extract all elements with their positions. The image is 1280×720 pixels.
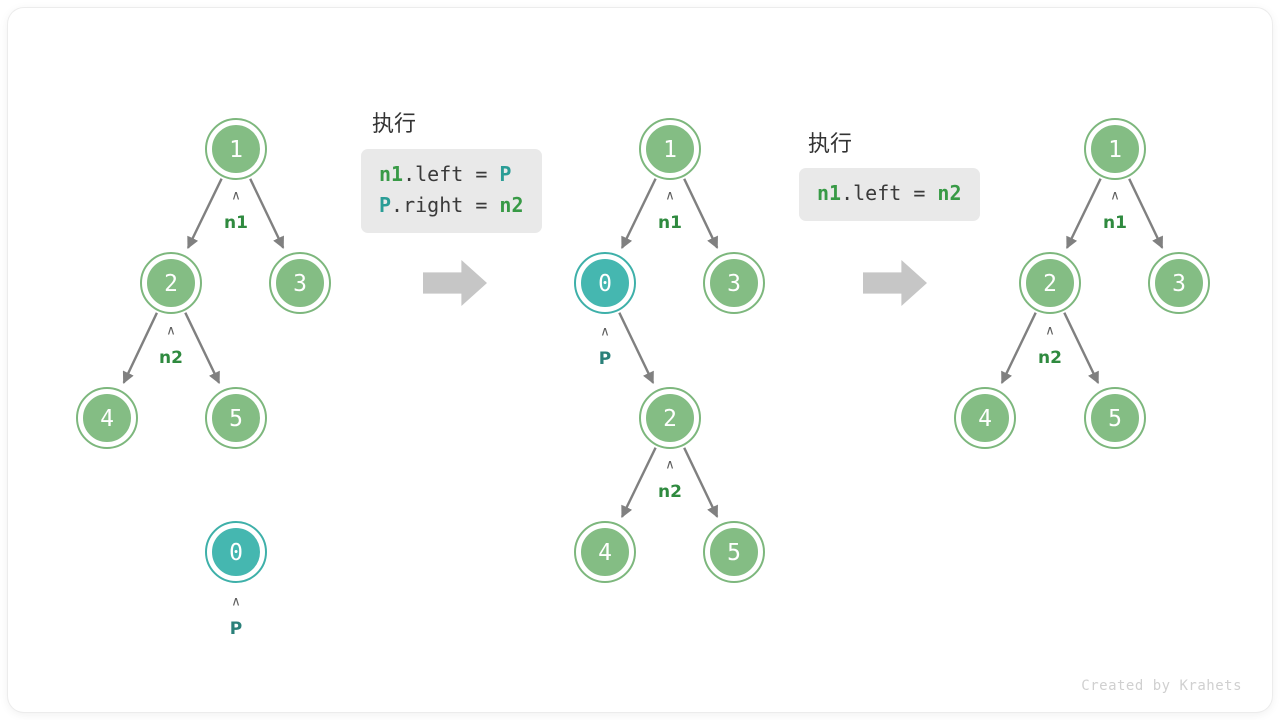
tree-edge (620, 447, 657, 518)
code-token: P (499, 162, 512, 186)
tree-node[interactable]: 1 (205, 118, 267, 180)
code-line: P.right = n2 (379, 190, 524, 221)
tree-node-value: 3 (293, 271, 307, 297)
tree-node[interactable]: 3 (1148, 252, 1210, 314)
tree-node[interactable]: 4 (574, 521, 636, 583)
transition-arrows-layer (423, 260, 927, 306)
tree-node-value: 1 (229, 137, 243, 163)
tree-edge (1065, 178, 1102, 249)
tree-nodes-layer: 1 2 3 4 5 0 1 0 3 2 4 5 1 2 3 4 5 (76, 118, 1210, 583)
pointer-label: n2 (658, 482, 682, 502)
tree-edge (184, 312, 221, 384)
tree-node[interactable]: 1 (1084, 118, 1146, 180)
code-token: .right = (391, 193, 500, 217)
pointer-label: n2 (1038, 348, 1062, 368)
tree-edge (618, 312, 655, 384)
tree-node[interactable]: 4 (954, 387, 1016, 449)
tree-node[interactable]: 3 (269, 252, 331, 314)
code-token: P (379, 193, 392, 217)
tree-edge (683, 447, 719, 518)
tree-node-value: 1 (663, 137, 677, 163)
tree-node[interactable]: 2 (140, 252, 202, 314)
tree-edge (683, 178, 719, 249)
binary-tree-diagram: 1 2 3 4 5 0 1 0 3 2 4 5 1 2 3 4 5 ∧ n1 ∧ n2 ∧ P ∧ n1 ∧ P ∧ n2 ∧ n1 ∧ n2 (76, 118, 1210, 640)
tree-edge (1000, 312, 1037, 384)
tree-node[interactable]: 0 (574, 252, 636, 314)
code-token: .left = (403, 162, 500, 186)
tree-node[interactable]: 2 (1019, 252, 1081, 314)
tree-node-value: 2 (1043, 271, 1057, 297)
pointer-caret-icon: ∧ (1110, 189, 1120, 204)
pointer-caret-icon: ∧ (665, 189, 675, 204)
tree-node-value: 3 (727, 271, 741, 297)
pointer-caret-icon: ∧ (231, 189, 241, 204)
code-line: n1.left = n2 (817, 178, 962, 209)
step-label-step-2: 执行 (808, 132, 853, 157)
step-label-step-1: 执行 (372, 112, 417, 137)
code-token: n1 (379, 162, 404, 186)
tree-node[interactable]: 2 (639, 387, 701, 449)
pointer-caret-icon: ∧ (600, 325, 610, 340)
tree-edge (1063, 312, 1100, 384)
tree-edges-layer (122, 178, 1164, 518)
pointer-label: P (230, 619, 242, 639)
tree-edge (249, 178, 285, 249)
pointer-caret-icon: ∧ (166, 324, 176, 339)
tree-edge (620, 178, 657, 249)
tree-edge (186, 178, 223, 249)
tree-edge (1128, 178, 1164, 249)
tree-node-value: 4 (598, 540, 612, 566)
pointer-label: n1 (1103, 213, 1127, 233)
tree-node-value: 2 (164, 271, 178, 297)
pointer-label: P (599, 349, 611, 369)
tree-node[interactable]: 5 (205, 387, 267, 449)
tree-node-value: 2 (663, 406, 677, 432)
tree-edge (122, 312, 158, 384)
pointer-caret-icon: ∧ (231, 595, 241, 610)
tree-node-value: 4 (978, 406, 992, 432)
tree-node-value: 5 (727, 540, 741, 566)
tree-node-value: 5 (1108, 406, 1122, 432)
code-token: n1 (817, 181, 842, 205)
code-block-step-2: n1.left = n2 (799, 168, 980, 221)
tree-node-value: 1 (1108, 137, 1122, 163)
pointer-caret-icon: ∧ (665, 458, 675, 473)
transition-arrow-2 (863, 260, 927, 306)
transition-arrow-1 (423, 260, 487, 306)
code-line: n1.left = P (379, 159, 524, 190)
tree-node[interactable]: 5 (1084, 387, 1146, 449)
tree-node-value: 0 (598, 271, 612, 297)
footer-credit: Created by Krahets (1081, 678, 1242, 694)
pointer-label: n2 (159, 348, 183, 368)
code-token: n2 (937, 181, 962, 205)
tree-node[interactable]: 0 (205, 521, 267, 583)
tree-node-value: 3 (1172, 271, 1186, 297)
tree-node[interactable]: 5 (703, 521, 765, 583)
tree-node-value: 0 (229, 540, 243, 566)
pointer-labels-layer: ∧ n1 ∧ n2 ∧ P ∧ n1 ∧ P ∧ n2 ∧ n1 ∧ n2 (159, 189, 1127, 640)
pointer-label: n1 (224, 213, 248, 233)
tree-node[interactable]: 3 (703, 252, 765, 314)
code-token: .left = (841, 181, 938, 205)
pointer-caret-icon: ∧ (1045, 324, 1055, 339)
tree-node[interactable]: 4 (76, 387, 138, 449)
pointer-label: n1 (658, 213, 682, 233)
tree-node-value: 4 (100, 406, 114, 432)
diagram-card: 1 2 3 4 5 0 1 0 3 2 4 5 1 2 3 4 5 ∧ n1 ∧ n2 ∧ P ∧ n1 ∧ P ∧ n2 ∧ n1 ∧ n2… (8, 8, 1272, 712)
code-token: n2 (499, 193, 524, 217)
tree-node-value: 5 (229, 406, 243, 432)
tree-node[interactable]: 1 (639, 118, 701, 180)
